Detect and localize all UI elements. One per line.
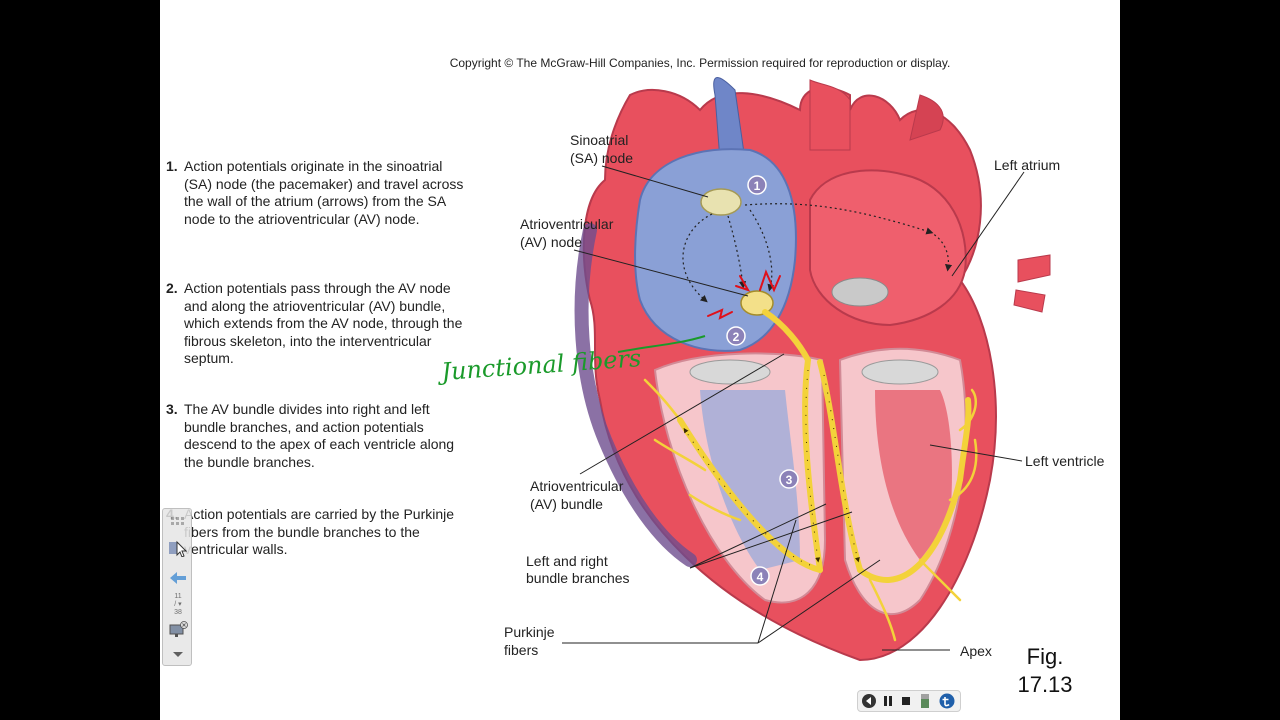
svg-text:fibers: fibers xyxy=(504,642,538,658)
right-atrium xyxy=(634,148,797,352)
right-ventricle xyxy=(653,352,827,604)
figure-number: Fig. 17.13 xyxy=(1017,644,1073,697)
annotation-toolbar[interactable]: 11 / ▾ 38 xyxy=(162,508,192,666)
purkinje-fibers xyxy=(643,378,978,642)
great-vessels xyxy=(713,77,1051,313)
svg-text:(SA) node: (SA) node xyxy=(570,150,633,166)
svg-text:Left ventricle: Left ventricle xyxy=(1025,453,1105,469)
svg-text:Atrioventricular: Atrioventricular xyxy=(520,216,614,232)
rewind-icon[interactable] xyxy=(861,693,877,709)
copyright-notice: Copyright © The McGraw-Hill Companies, I… xyxy=(449,56,951,70)
chevron-down-icon[interactable] xyxy=(167,645,189,663)
grid-icon[interactable] xyxy=(167,513,189,531)
record-icon[interactable] xyxy=(918,693,932,709)
screen-close-icon[interactable] xyxy=(167,621,189,639)
page-counter: 11 / ▾ 38 xyxy=(174,593,182,616)
step-number: 2. xyxy=(166,280,178,296)
handwritten-red-arrows xyxy=(707,269,781,320)
svg-text:Atrioventricular: Atrioventricular xyxy=(530,478,624,494)
step-text: Action potentials are carried by the Pur… xyxy=(184,506,455,557)
step-text: Action potentials originate in the sinoa… xyxy=(184,158,464,227)
label-purkinje-fibers: Purkinje fibers xyxy=(504,624,555,658)
back-arrow-icon[interactable] xyxy=(167,569,189,587)
heart-valves xyxy=(689,277,939,385)
svg-text:Left atrium: Left atrium xyxy=(994,157,1060,173)
svg-text:Left and right: Left and right xyxy=(526,553,608,569)
svg-text:(AV) node: (AV) node xyxy=(520,234,582,250)
heart-conduction-diagram: 1 2 3 4 Sinoatri xyxy=(435,77,1105,662)
label-bundle-branches: Left and right bundle branches xyxy=(526,553,630,586)
step-text: Action potentials pass through the AV no… xyxy=(184,280,463,366)
label-av-bundle: Atrioventricular (AV) bundle xyxy=(530,478,624,512)
step-text: The AV bundle divides into right and lef… xyxy=(184,401,455,470)
svg-text:4: 4 xyxy=(757,570,764,584)
step-marker-2: 2 xyxy=(726,326,746,346)
svg-text:Sinoatrial: Sinoatrial xyxy=(570,132,628,148)
sa-node xyxy=(700,188,742,216)
step-number: 1. xyxy=(166,158,178,174)
svg-text:Apex: Apex xyxy=(960,643,992,659)
label-av-node: Atrioventricular (AV) node xyxy=(520,216,614,250)
label-left-atrium: Left atrium xyxy=(994,157,1060,173)
svg-text:bundle branches: bundle branches xyxy=(526,570,630,586)
svg-text:2: 2 xyxy=(733,330,740,344)
step-marker-4: 4 xyxy=(750,566,770,586)
step-number: 3. xyxy=(166,401,178,417)
step-marker-1: 1 xyxy=(747,175,767,195)
label-sa-node: Sinoatrial (SA) node xyxy=(570,132,633,166)
stop-icon[interactable] xyxy=(899,693,913,709)
svg-text:1: 1 xyxy=(754,179,761,193)
step-marker-3: 3 xyxy=(779,469,799,489)
leader-lines xyxy=(562,165,1025,651)
logo-icon xyxy=(938,693,956,709)
pointer-icon[interactable] xyxy=(167,539,189,558)
label-left-ventricle: Left ventricle xyxy=(1025,453,1105,469)
conduction-direction-arrows xyxy=(683,369,860,566)
label-apex: Apex xyxy=(960,643,992,659)
svg-text:3: 3 xyxy=(786,473,793,487)
svg-text:(AV) bundle: (AV) bundle xyxy=(530,496,603,512)
svg-text:Purkinje: Purkinje xyxy=(504,624,555,640)
pause-icon[interactable] xyxy=(881,693,895,709)
slide: Copyright © The McGraw-Hill Companies, I… xyxy=(160,0,1120,720)
playback-controls[interactable] xyxy=(857,690,961,712)
